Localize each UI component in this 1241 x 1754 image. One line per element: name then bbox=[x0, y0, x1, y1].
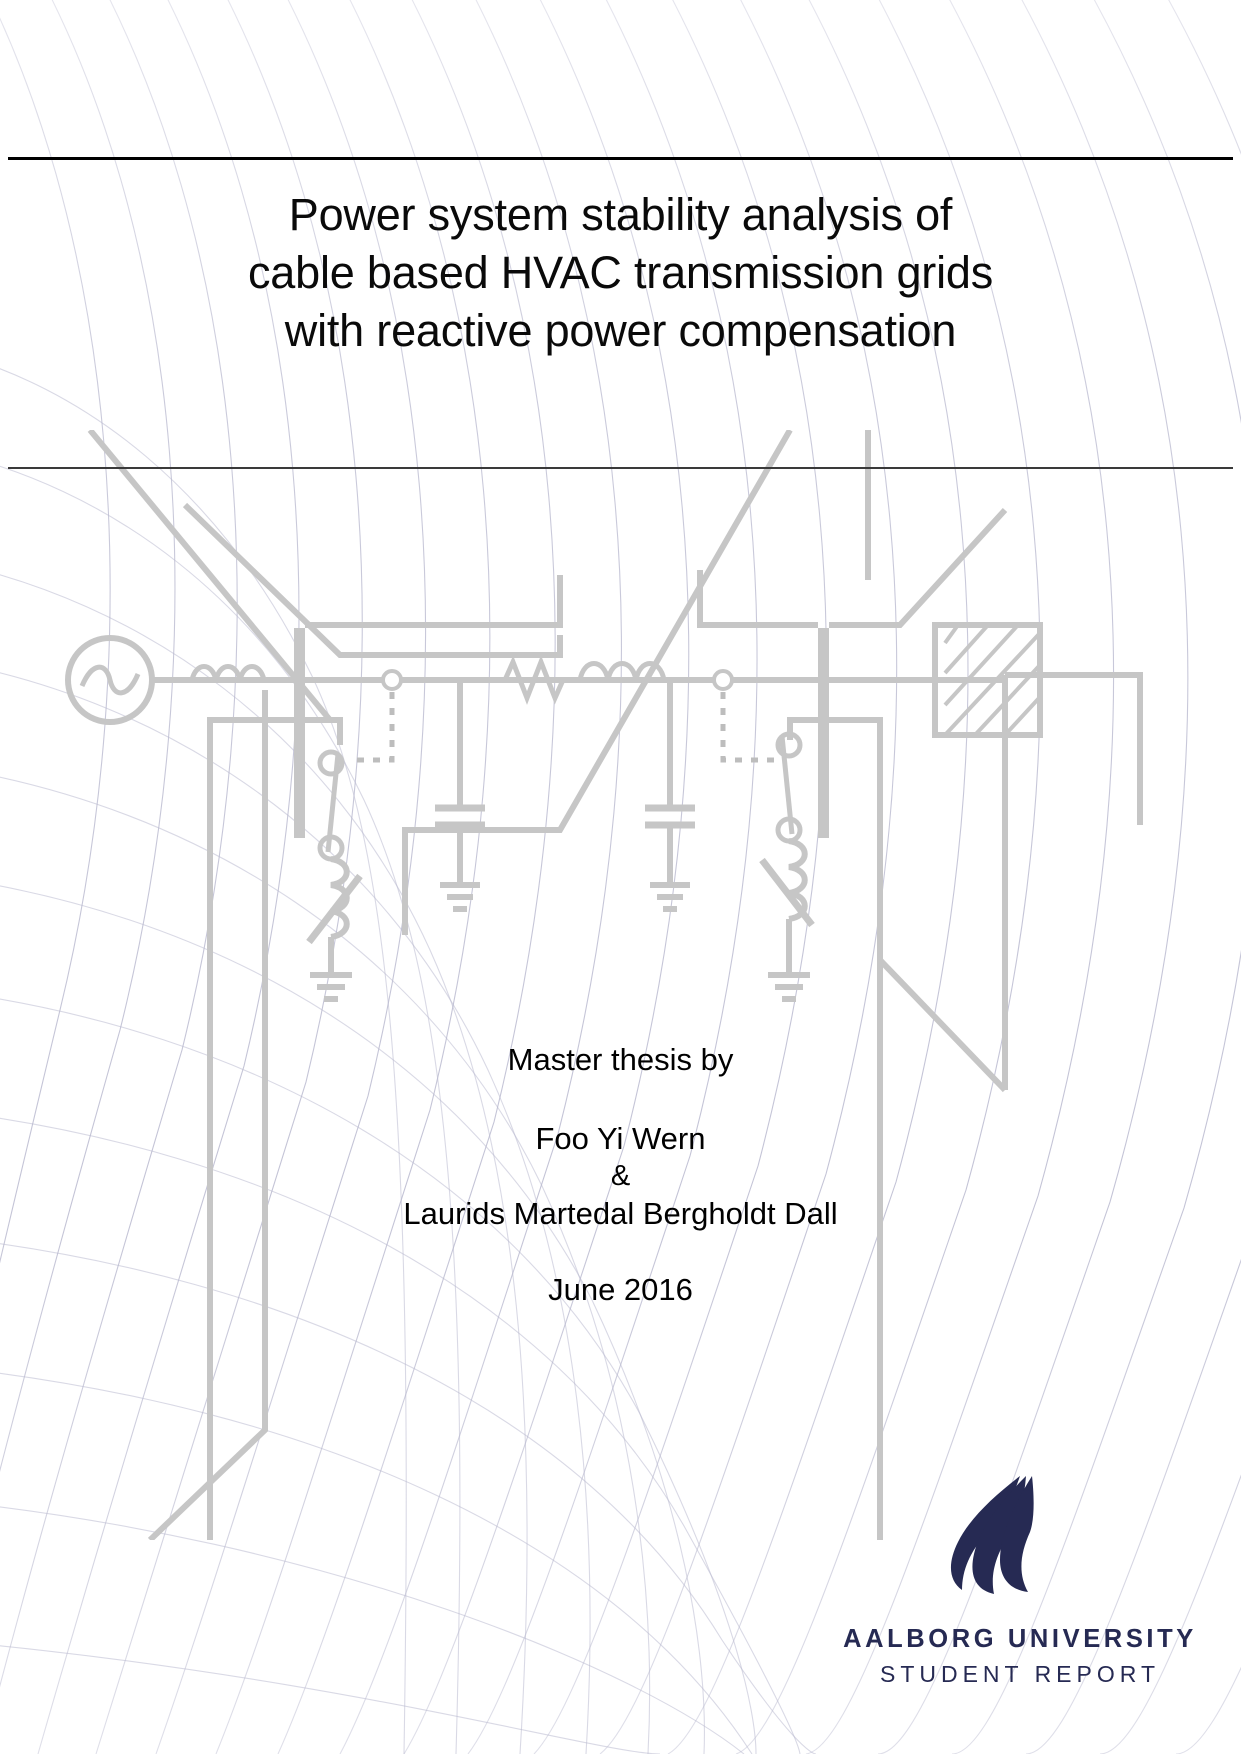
aau-university-text: AALBORG UNIVERSITY bbox=[843, 1625, 1197, 1653]
title-bottom-divider-rule bbox=[8, 467, 1233, 469]
author-conjunction: & bbox=[610, 1160, 631, 1192]
credits-spacer-1 bbox=[0, 1080, 1241, 1118]
author-name-2: Laurids Martedal Bergholdt Dall bbox=[403, 1196, 838, 1231]
publication-date: June 2016 bbox=[548, 1272, 693, 1307]
aau-flame-icon bbox=[950, 1476, 1034, 1594]
credits-block: Master thesis by Foo Yi Wern & Laurids M… bbox=[0, 1040, 1241, 1310]
credits-spacer-2 bbox=[0, 1234, 1241, 1270]
aalborg-university-logo: AALBORG UNIVERSITY STUDENT REPORT bbox=[820, 1474, 1220, 1726]
title-line-3: with reactive power compensation bbox=[284, 305, 957, 356]
aau-student-report-text: STUDENT REPORT bbox=[879, 1661, 1160, 1687]
title-line-1: Power system stability analysis of bbox=[288, 189, 953, 240]
author-name-1: Foo Yi Wern bbox=[535, 1121, 706, 1156]
top-divider-rule bbox=[8, 157, 1233, 160]
page-title: Power system stability analysis of cable… bbox=[60, 186, 1181, 360]
thesis-by-label: Master thesis by bbox=[507, 1042, 734, 1077]
circuit-watermark-diagram bbox=[65, 430, 1143, 1540]
aau-logo-wordmark: AALBORG UNIVERSITY STUDENT REPORT bbox=[820, 1624, 1220, 1690]
title-line-2: cable based HVAC transmission grids bbox=[248, 247, 993, 298]
